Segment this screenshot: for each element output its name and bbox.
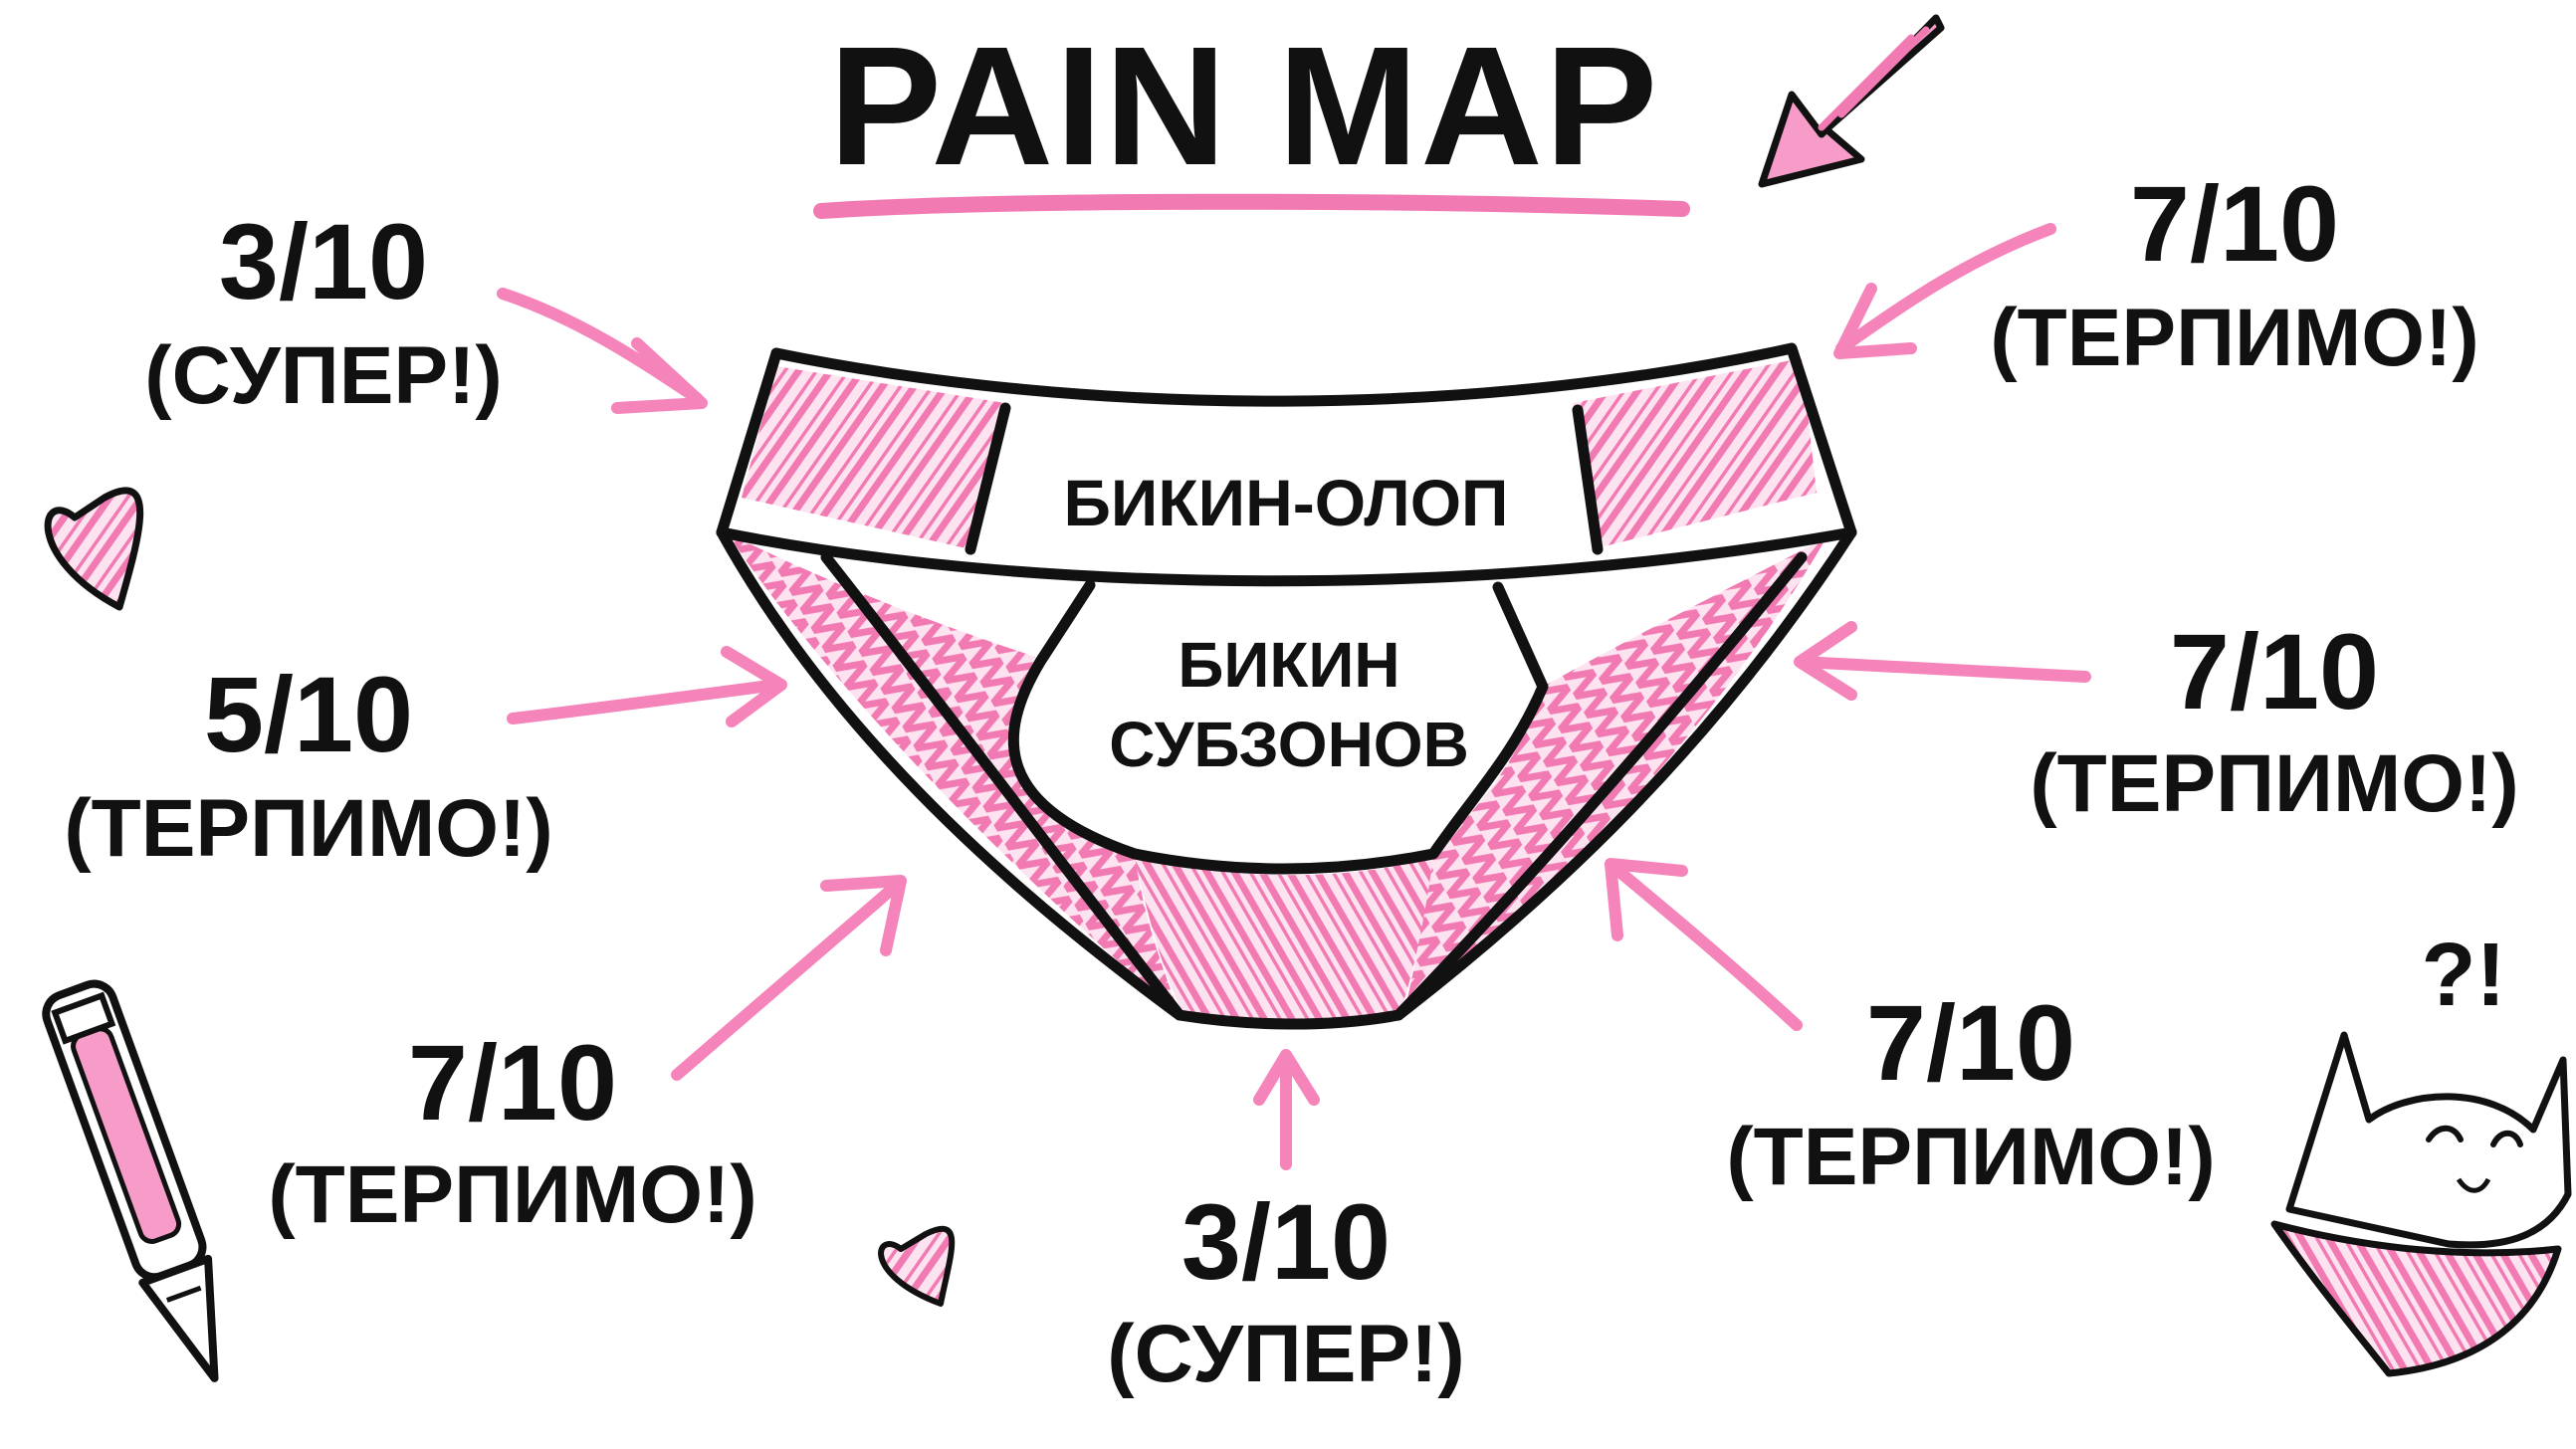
- cat-icon: ?!: [2270, 926, 2572, 1377]
- rating-waistband-left: 3/10 (СУПЕР!): [144, 201, 502, 421]
- heart-icon: [44, 487, 144, 611]
- arrow-top-right: [1833, 223, 2056, 359]
- rating-gusset: 3/10 (СУПЕР!): [1107, 1181, 1464, 1399]
- rating-note: (ТЕРПИМО!): [64, 783, 552, 874]
- panty-illustration: БИКИН-ОЛОП БИКИН СУБЗОНОВ: [716, 342, 1857, 1030]
- arrow-top-left: [497, 288, 708, 414]
- rating-note: (ТЕРПИМО!): [268, 1149, 756, 1240]
- gusset-zone: [1135, 858, 1433, 1025]
- waistband-left-zone: [742, 366, 1005, 549]
- title-underline: [813, 193, 1690, 219]
- heart-icon: [878, 1225, 956, 1307]
- rating-note: (ТЕРПИМО!): [2030, 738, 2518, 829]
- rating-score: 7/10: [2130, 163, 2339, 284]
- rating-note: (ТЕРПИМО!): [1990, 293, 2478, 383]
- arrow-mid-right: [1794, 621, 2091, 701]
- center-label-line1: БИКИН: [1178, 629, 1399, 701]
- arrow-mid-left: [507, 646, 787, 727]
- rating-waistband-right: 7/10 (ТЕРПИМО!): [1990, 163, 2478, 383]
- pink-arrow-icon: [1758, 14, 1945, 188]
- pen-icon: [42, 979, 219, 1382]
- arrow-low-left: [671, 875, 907, 1081]
- rating-score: 3/10: [219, 201, 428, 321]
- rating-leg-right: 7/10 (ТЕРПИМО!): [2030, 611, 2518, 829]
- rating-lower-left: 7/10 (ТЕРПИМО!): [268, 1022, 756, 1240]
- rating-score: 7/10: [408, 1022, 617, 1142]
- waistband-right-zone: [1573, 358, 1817, 549]
- rating-lower-right: 7/10 (ТЕРПИМО!): [1726, 982, 2215, 1202]
- waistband-label: БИКИН-ОЛОП: [1063, 466, 1508, 539]
- rating-score: 3/10: [1181, 1181, 1391, 1302]
- cat-doodle-marks: ?!: [2422, 926, 2506, 1025]
- rating-note: (СУПЕР!): [1107, 1309, 1464, 1399]
- center-label-line2: СУБЗОНОВ: [1109, 709, 1469, 780]
- rating-note: (ТЕРПИМО!): [1726, 1112, 2215, 1202]
- rating-score: 5/10: [204, 654, 413, 774]
- page-title: PAIN MAP: [829, 12, 1660, 201]
- left-leg-zone: [727, 532, 1180, 1015]
- arrow-low-right: [1605, 858, 1803, 1031]
- arrow-bottom: [1253, 1049, 1320, 1170]
- rating-leg-left: 5/10 (ТЕРПИМО!): [64, 654, 552, 874]
- rating-score: 7/10: [2170, 611, 2379, 731]
- rating-score: 7/10: [1866, 982, 2075, 1103]
- rating-note: (СУПЕР!): [144, 330, 502, 421]
